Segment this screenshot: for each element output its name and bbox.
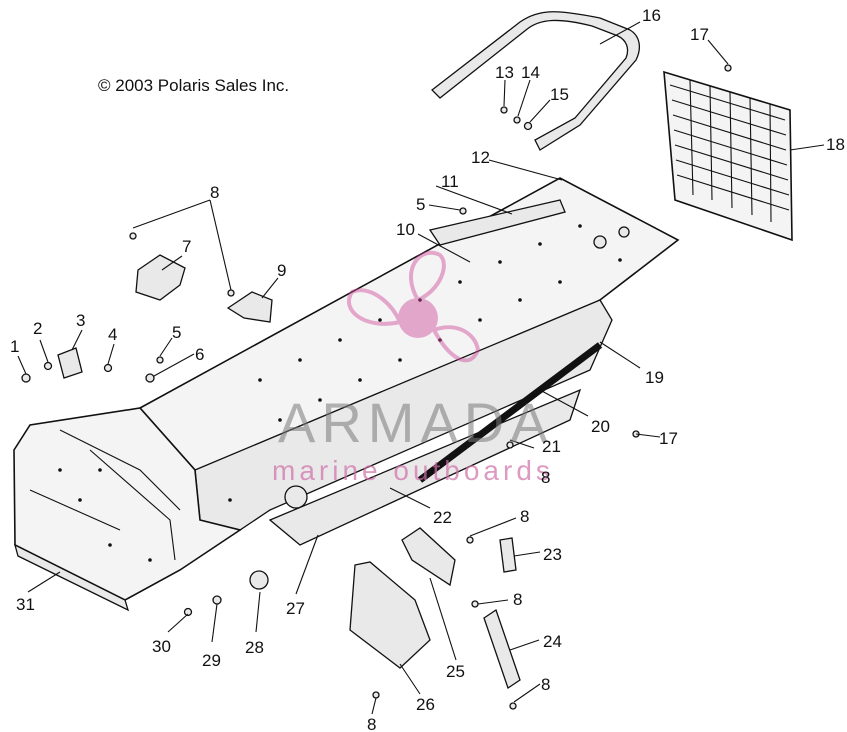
watermark-tagline: marine outboards bbox=[272, 455, 554, 486]
callout-24: 24 bbox=[543, 632, 562, 651]
callout-22: 22 bbox=[433, 508, 452, 527]
chassis-tunnel-part bbox=[13, 177, 680, 612]
callout-23: 23 bbox=[543, 545, 562, 564]
callout-29: 29 bbox=[202, 651, 221, 670]
callout-27: 27 bbox=[286, 599, 305, 618]
side-rail-strip-part bbox=[417, 342, 603, 483]
bracket-3-part bbox=[57, 347, 83, 379]
callout-26: 26 bbox=[416, 695, 435, 714]
callout-25: 25 bbox=[446, 662, 465, 681]
callout-11: 11 bbox=[441, 172, 459, 191]
callout-8a: 8 bbox=[210, 183, 219, 202]
callout-4: 4 bbox=[108, 325, 117, 344]
callout-8f: 8 bbox=[541, 468, 550, 487]
callout-13: 13 bbox=[495, 63, 514, 82]
bracket-9-part bbox=[226, 291, 273, 323]
callout-5b: 5 bbox=[172, 323, 181, 342]
callout-19: 19 bbox=[645, 368, 664, 387]
rear-bumper-part bbox=[431, 11, 641, 151]
propeller-logo-icon bbox=[347, 250, 481, 363]
callout-18: 18 bbox=[826, 135, 845, 154]
bracket-26-part bbox=[349, 561, 431, 669]
callout-9: 9 bbox=[277, 261, 286, 280]
bracket-7-part bbox=[135, 254, 186, 301]
callout-30: 30 bbox=[152, 637, 171, 656]
callout-3: 3 bbox=[76, 311, 85, 330]
callout-8e: 8 bbox=[367, 715, 376, 732]
callout-numbers: 1 2 3 4 5 5 6 7 8 8 8 8 8 8 9 10 11 12 1… bbox=[10, 6, 845, 732]
bracket-23-part bbox=[499, 537, 517, 573]
callout-20: 20 bbox=[591, 417, 610, 436]
callout-28: 28 bbox=[245, 638, 264, 657]
watermark-name: ARMADA bbox=[278, 391, 554, 454]
callout-14: 14 bbox=[521, 63, 540, 82]
leader-lines bbox=[17, 21, 825, 715]
callout-8b: 8 bbox=[520, 507, 529, 526]
fastener-parts bbox=[21, 64, 732, 710]
callout-8c: 8 bbox=[513, 590, 522, 609]
copyright-notice: © 2003 Polaris Sales Inc. bbox=[98, 76, 290, 95]
callout-8d: 8 bbox=[541, 675, 550, 694]
callout-2: 2 bbox=[33, 319, 42, 338]
callout-17b: 17 bbox=[659, 429, 678, 448]
callout-7: 7 bbox=[182, 237, 191, 256]
callout-5a: 5 bbox=[416, 195, 425, 214]
callout-15: 15 bbox=[550, 85, 569, 104]
callout-6: 6 bbox=[195, 345, 204, 364]
callout-12: 12 bbox=[471, 148, 490, 167]
rear-grille-panel-part bbox=[663, 70, 793, 242]
callout-31: 31 bbox=[16, 595, 35, 614]
callout-17a: 17 bbox=[690, 25, 709, 44]
callout-1: 1 bbox=[10, 337, 19, 356]
bracket-25-part bbox=[401, 527, 456, 587]
bracket-24-part bbox=[483, 608, 521, 690]
plug-28-part bbox=[249, 570, 269, 590]
callout-21: 21 bbox=[542, 437, 561, 456]
callout-16: 16 bbox=[642, 6, 661, 25]
callout-10: 10 bbox=[396, 220, 415, 239]
